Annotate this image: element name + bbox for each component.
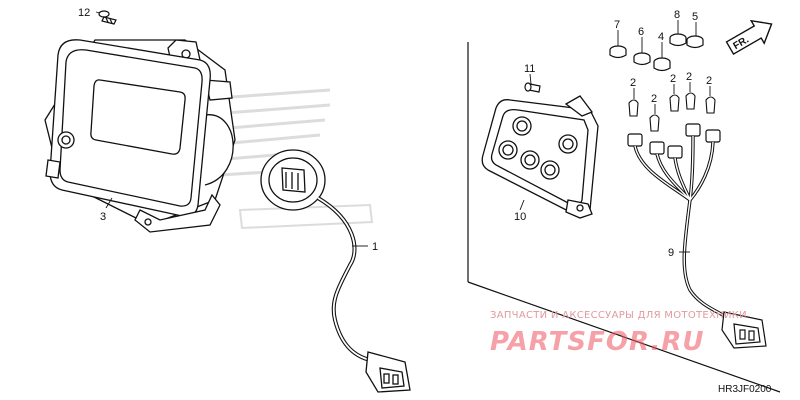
meter-assembly	[44, 39, 236, 233]
indicator-panel-10	[481, 95, 599, 219]
leader-lines	[95, 11, 711, 253]
callout-1: 1	[372, 241, 378, 253]
fr-arrow-icon	[725, 19, 773, 56]
grommet-6	[633, 52, 651, 66]
bulbs-2	[628, 92, 716, 132]
grommet-7	[609, 45, 627, 59]
callout-5: 5	[692, 11, 698, 23]
callout-4: 4	[658, 31, 664, 43]
callout-12: 12	[78, 7, 90, 19]
callout-10: 10	[514, 211, 526, 223]
screw-11-part	[524, 82, 541, 93]
callout-2b: 2	[651, 93, 657, 105]
screw-12-part	[98, 10, 117, 25]
callout-3: 3	[100, 211, 106, 223]
callout-6: 6	[638, 26, 644, 38]
callout-8: 8	[674, 9, 680, 21]
grommet-5	[686, 35, 704, 49]
callout-7: 7	[614, 19, 620, 31]
diagram-code: HR3JF0200	[718, 384, 772, 395]
callout-2e: 2	[706, 75, 712, 87]
watermark-logo: PARTSFOR.RU	[490, 327, 704, 357]
callout-9: 9	[668, 247, 674, 259]
callout-11: 11	[524, 63, 535, 75]
callout-2a: 2	[630, 77, 636, 89]
direction-arrow: FR.	[725, 19, 773, 56]
grommets	[609, 33, 704, 72]
section-divider	[467, 42, 781, 393]
callout-2d: 2	[686, 71, 692, 83]
watermark-caption: ЗАПЧАСТИ И АКСЕССУАРЫ ДЛЯ МОТОТЕХНИКИ	[490, 310, 747, 321]
grommet-4	[653, 57, 671, 72]
watermark: ЗАПЧАСТИ И АКСЕССУАРЫ ДЛЯ МОТОТЕХНИКИ PA…	[490, 310, 747, 357]
callout-2c: 2	[670, 73, 676, 85]
socket-harness-1	[260, 149, 411, 393]
socket-harness-9	[627, 123, 767, 349]
grommet-8	[669, 33, 687, 47]
callout-labels: 12 3 1 10 11 9 7 6 4 8 5 2 2 2 2 2	[78, 7, 712, 259]
